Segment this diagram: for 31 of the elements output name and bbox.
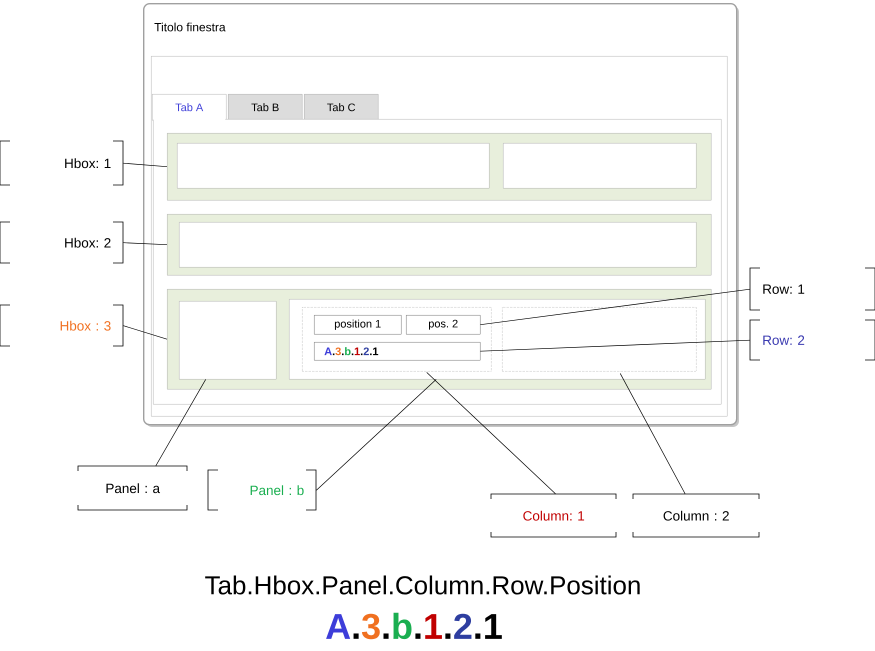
content-box: [179, 222, 696, 268]
content-box: [177, 143, 490, 188]
window-title: Titolo finestra: [154, 22, 226, 32]
leader-line: [123, 242, 168, 246]
bracketed-label: Row: 2: [750, 320, 875, 360]
tab: Tab B: [228, 94, 302, 120]
tab: Tab A: [152, 94, 226, 120]
leader-line: [480, 340, 750, 352]
content-box: [503, 143, 696, 188]
leader-line: [480, 288, 750, 326]
position-field: pos. 2: [406, 315, 480, 334]
bracketed-label: Panel : b: [208, 470, 316, 510]
leader-line: [316, 379, 437, 491]
bracketed-label: Hbox: 2: [0, 222, 124, 264]
position-field: A.3.b.1.2.1: [314, 342, 480, 360]
bracketed-label: Panel : a: [78, 466, 188, 510]
bracketed-label: Column: 1: [490, 494, 616, 538]
bracketed-label: Row: 1: [750, 268, 875, 310]
formula-example: A.3.b.1.2.1: [326, 612, 502, 640]
bracketed-label: Hbox: 1: [0, 140, 124, 186]
panel-box: [179, 301, 276, 380]
leader-line: [123, 325, 168, 340]
leader-line: [426, 372, 556, 494]
position-field: position 1: [314, 315, 402, 334]
leader-line: [155, 379, 206, 466]
formula-caption: Tab.Hbox.Panel.Column.Row.Position: [205, 575, 640, 595]
bracketed-label: Hbox : 3: [0, 304, 124, 346]
column-box: [502, 307, 696, 372]
bracketed-label: Column : 2: [632, 494, 760, 538]
tab: Tab C: [304, 94, 378, 120]
leader-line: [123, 162, 168, 168]
